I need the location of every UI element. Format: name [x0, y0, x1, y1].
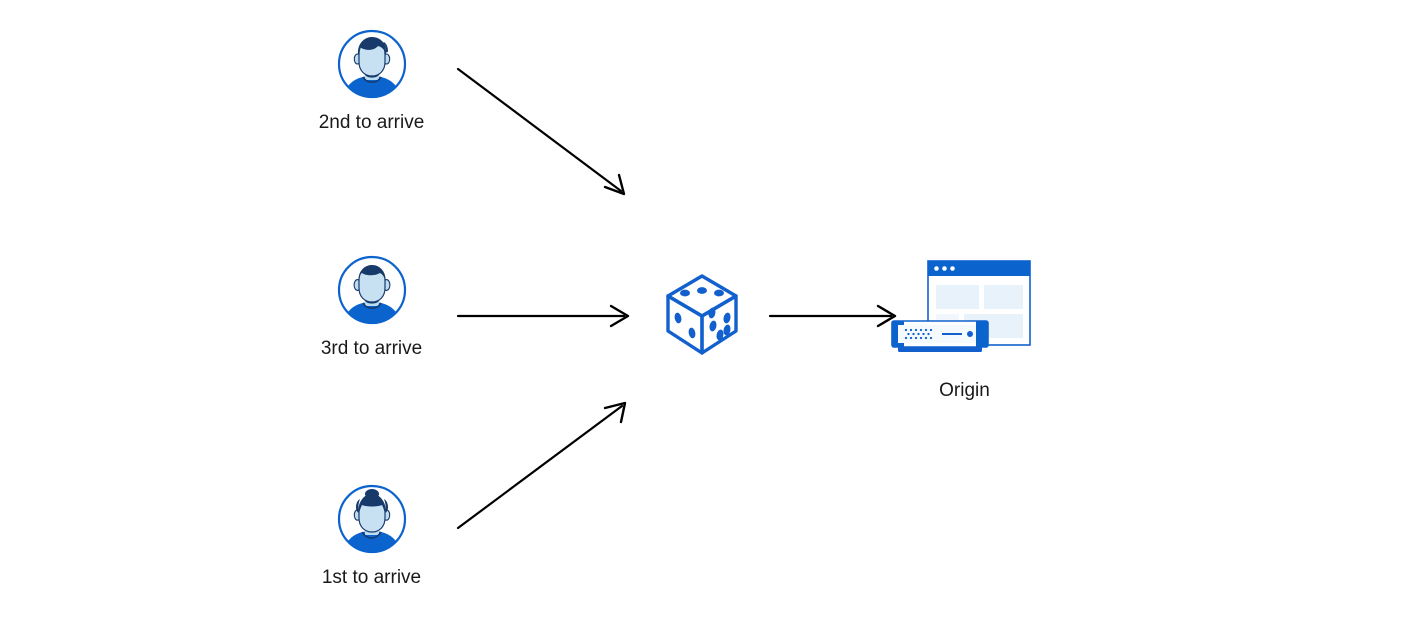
node-client-1st: 1st to arrive	[303, 483, 440, 590]
origin-server-icon	[886, 255, 1043, 367]
connector-dice-to-origin	[768, 304, 897, 328]
node-origin: Origin	[886, 255, 1043, 403]
connector-client-2-to-dice	[456, 67, 626, 196]
node-label-client-3rd: 3rd to arrive	[320, 338, 423, 359]
connector-client-1-to-dice	[456, 401, 627, 530]
user-avatar-icon	[336, 28, 408, 100]
node-client-2nd: 2nd to arrive	[303, 28, 440, 135]
router-device-graphic	[891, 320, 989, 352]
connector-client-3-to-dice	[456, 304, 630, 328]
user-avatar-icon	[336, 483, 408, 555]
node-label-origin: Origin	[939, 380, 990, 401]
node-label-client-1st: 1st to arrive	[321, 567, 422, 588]
node-label-client-2nd: 2nd to arrive	[318, 112, 425, 133]
node-client-3rd: 3rd to arrive	[303, 254, 440, 361]
user-avatar-icon	[336, 254, 408, 326]
node-randomizer	[652, 263, 752, 363]
dice-icon	[652, 263, 752, 363]
